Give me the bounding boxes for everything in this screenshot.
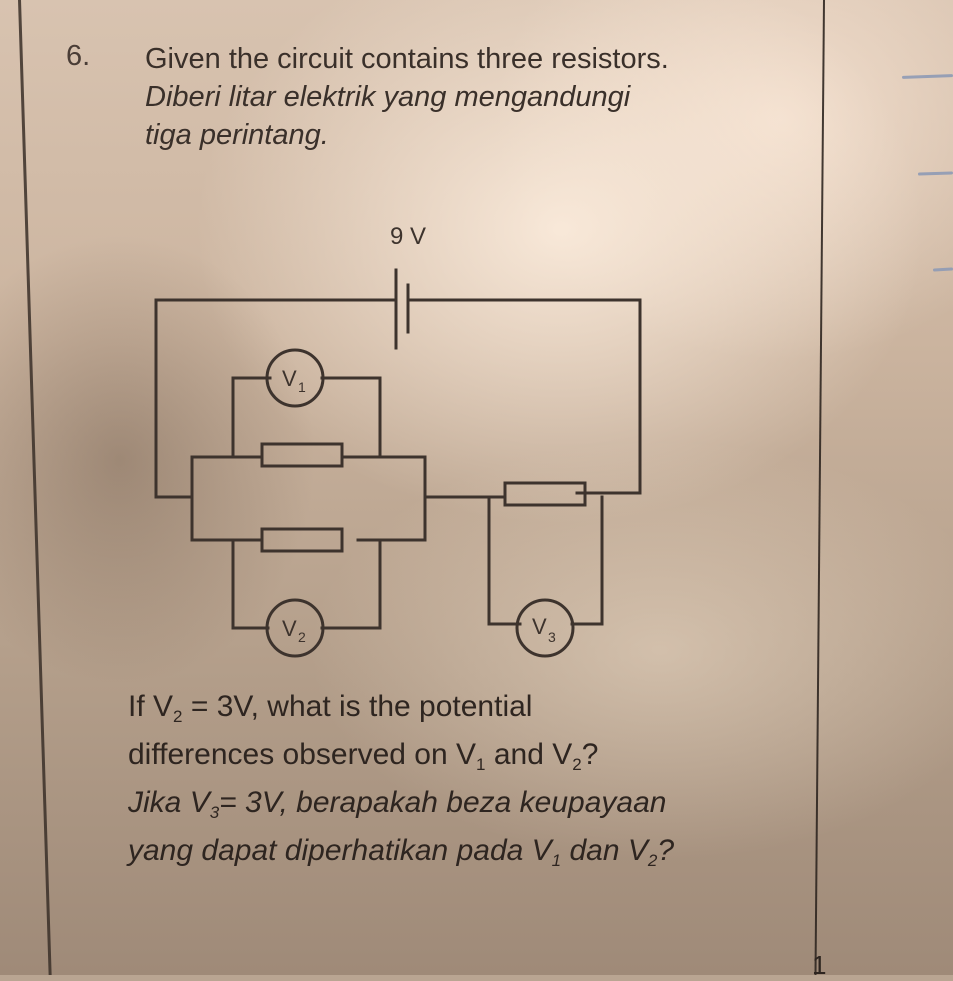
intro-malay-line-1: Diberi litar elektrik yang mengandungi (145, 81, 631, 113)
circuit-diagram: 9 V V 1 (154, 223, 642, 658)
question-number: 6. (66, 40, 91, 72)
resistor-series (503, 481, 587, 507)
resistor-bottom-parallel (260, 527, 344, 553)
resistor-top-parallel (260, 442, 344, 468)
question-en-line-2: differences observed on V1 and V2? (128, 738, 599, 774)
v1-subscript: 1 (298, 379, 306, 395)
question-intro: Given the circuit contains three resisto… (145, 40, 805, 154)
battery-label: 9 V (390, 223, 426, 250)
page-number: 1 (812, 950, 827, 980)
wire-top-left (154, 298, 397, 499)
intro-malay-line-2: tiga perintang. (145, 119, 329, 151)
v2-label: V (282, 616, 297, 641)
voltmeter-v3 (515, 598, 575, 658)
wire-top-right (406, 298, 642, 495)
v3-subscript: 3 (548, 629, 556, 645)
question-ms-line-2: yang dapat diperhatikan pada V1 dan V2? (128, 834, 675, 870)
intro-english: Given the circuit contains three resisto… (145, 43, 669, 75)
v1-label: V (282, 366, 297, 391)
question-ms-line-1: Jika V3= 3V, berapakah beza keupayaan (128, 786, 667, 822)
question-text: If V2 = 3V, what is the potential differ… (128, 688, 828, 880)
v2-subscript: 2 (298, 629, 306, 645)
v3-label: V (532, 614, 547, 639)
question-en-line-1: If V2 = 3V, what is the potential (128, 690, 533, 726)
